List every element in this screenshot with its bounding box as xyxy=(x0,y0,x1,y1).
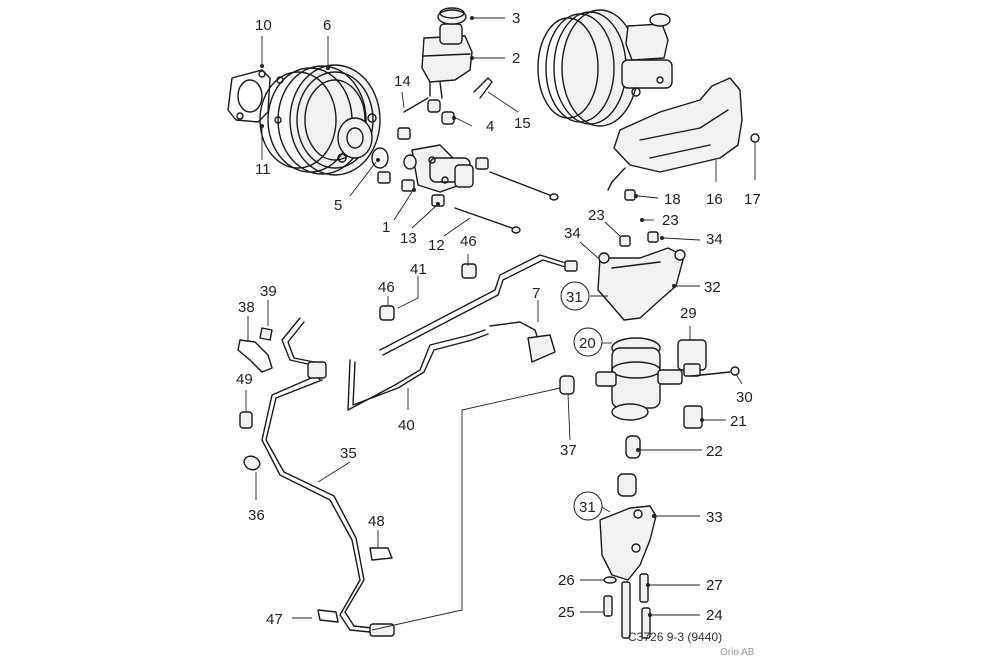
label-12: 12 xyxy=(428,237,445,254)
label-37: 37 xyxy=(560,442,577,459)
label-23b: 23 xyxy=(662,212,679,229)
label-2: 2 xyxy=(512,50,520,67)
callout-20: 20 xyxy=(579,335,596,352)
label-48: 48 xyxy=(368,513,385,530)
pin xyxy=(403,97,429,113)
leader-lines xyxy=(245,16,756,619)
master-cylinder xyxy=(403,144,474,193)
vacuum-pump xyxy=(595,337,683,421)
label-23a: 23 xyxy=(588,207,605,224)
label-35: 35 xyxy=(340,445,357,462)
label-10: 10 xyxy=(255,17,272,34)
brand-label: Orio AB xyxy=(720,647,755,658)
connector xyxy=(683,405,703,429)
label-11: 11 xyxy=(255,161,271,178)
label-33: 33 xyxy=(706,509,723,526)
brake-pipes xyxy=(454,171,559,234)
label-30: 30 xyxy=(736,389,753,406)
label-22: 22 xyxy=(706,443,723,460)
nuts xyxy=(377,127,489,207)
callout-31b: 31 xyxy=(579,499,596,516)
label-17: 17 xyxy=(744,191,761,208)
callouts: 31 20 31 xyxy=(560,281,603,521)
lower-bracket xyxy=(599,505,657,581)
label-49: 49 xyxy=(236,371,253,388)
callout-circle xyxy=(573,491,603,521)
label-18: 18 xyxy=(664,191,681,208)
booster-assembly xyxy=(537,9,673,127)
label-3: 3 xyxy=(512,10,520,27)
diagram-caption: C3726 9-3 (9440) xyxy=(628,630,723,644)
label-47: 47 xyxy=(266,611,283,628)
rubber-mounts xyxy=(617,435,641,497)
label-13: 13 xyxy=(400,230,417,247)
vacuum-hoses xyxy=(237,254,578,637)
brake-booster xyxy=(259,64,381,176)
label-29: 29 xyxy=(680,305,697,322)
label-1: 1 xyxy=(382,219,390,236)
label-24: 24 xyxy=(706,607,723,624)
label-7: 7 xyxy=(532,285,540,302)
heat-shield xyxy=(607,77,743,191)
clip xyxy=(473,77,493,99)
connection-line xyxy=(371,387,561,631)
label-14: 14 xyxy=(394,73,411,90)
screw xyxy=(750,133,760,143)
callout-circle xyxy=(560,281,590,311)
label-46a: 46 xyxy=(460,233,477,250)
callout-31a: 31 xyxy=(566,289,583,306)
label-40: 40 xyxy=(398,417,415,434)
label-26: 26 xyxy=(558,572,575,589)
label-15: 15 xyxy=(514,115,531,132)
bolts xyxy=(603,573,651,639)
pump-bracket xyxy=(597,231,686,321)
callout-circle xyxy=(573,327,603,357)
label-41: 41 xyxy=(410,261,427,278)
fluid-reservoir xyxy=(421,7,473,99)
label-34b: 34 xyxy=(706,231,723,248)
label-5: 5 xyxy=(334,197,342,214)
gasket-plate xyxy=(227,69,284,124)
label-27: 27 xyxy=(706,577,723,594)
label-32: 32 xyxy=(704,279,721,296)
nut xyxy=(624,189,636,201)
label-16: 16 xyxy=(706,191,723,208)
label-6: 6 xyxy=(323,17,331,34)
o-ring xyxy=(371,147,389,169)
label-38: 38 xyxy=(238,299,255,316)
label-25: 25 xyxy=(558,604,575,621)
label-39: 39 xyxy=(260,283,277,300)
label-46b: 46 xyxy=(378,279,395,296)
grommets xyxy=(427,99,455,125)
clip xyxy=(559,375,575,395)
label-4: 4 xyxy=(486,118,494,135)
label-21: 21 xyxy=(730,413,747,430)
relay xyxy=(677,339,740,377)
label-34a: 34 xyxy=(564,225,581,242)
label-36: 36 xyxy=(248,507,265,524)
part-labels: 10 6 3 2 14 15 4 5 1 13 12 11 46 41 7 39… xyxy=(236,10,761,628)
